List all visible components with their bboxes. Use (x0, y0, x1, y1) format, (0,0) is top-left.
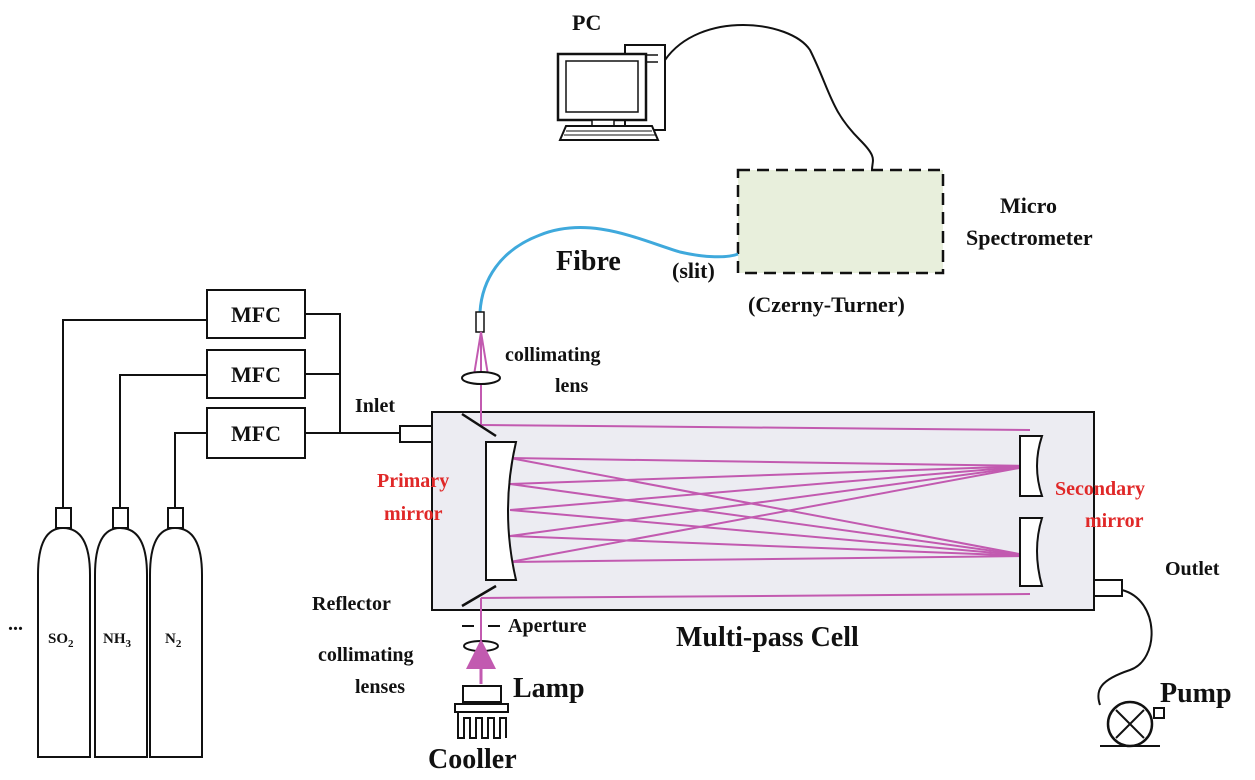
cylinder-n2 (149, 507, 203, 758)
spectrometer-box (736, 168, 945, 275)
lamp-body (462, 685, 502, 703)
fibre-label: Fibre (556, 246, 621, 277)
reflector-bottom (461, 584, 497, 608)
reflector-label: Reflector (312, 593, 391, 615)
secondary-mirror-top (1019, 435, 1044, 497)
pump-label: Pump (1160, 678, 1232, 709)
aperture-label: Aperture (508, 615, 587, 637)
fibre-cable (478, 226, 739, 313)
czerny-turner-label: (Czerny-Turner) (748, 292, 905, 317)
outlet-port (1093, 579, 1123, 597)
secondary-mirror-label-2: mirror (1085, 510, 1144, 532)
secondary-mirror-label-1: Secondary (1055, 478, 1145, 500)
cell-body (431, 411, 1095, 611)
collimating-lenses-label-2: lenses (355, 676, 405, 698)
pc-computer: PC (556, 10, 874, 171)
collimating-lens-top: collimating lens (461, 344, 601, 397)
primary-mirror-label-1: Primary (377, 470, 449, 492)
mfc-box-3 (206, 407, 306, 459)
secondary-mirror-bottom (1019, 517, 1044, 587)
multipass-cell: Inlet Outlet Primary (312, 331, 1220, 653)
multipass-cell-label: Multi-pass Cell (676, 622, 859, 653)
gas-label-n2: N2 (165, 631, 182, 650)
primary-mirror-label-2: mirror (384, 503, 443, 525)
mfc-label-3: MFC (231, 421, 281, 446)
pc-cable (664, 24, 874, 171)
cylinder-so2 (37, 507, 91, 758)
gas-label-nh3: NH3 (103, 631, 132, 650)
pump-tube (1097, 589, 1153, 706)
collimating-lens-label-2: lens (555, 375, 589, 397)
slit-label: (slit) (672, 258, 715, 283)
lamp-label: Lamp (513, 673, 585, 704)
cooler-label: Cooller (428, 744, 517, 775)
pc-keyboard (558, 125, 660, 141)
collimating-lens-bottom (463, 640, 499, 652)
gas-label-so2: SO2 (48, 631, 74, 650)
cooler (454, 703, 509, 739)
reflector-top (461, 412, 497, 438)
inlet-port (399, 425, 433, 443)
mfc-box-1 (206, 289, 306, 339)
micro-label: Micro (1000, 193, 1057, 218)
collimating-lens-label-1: collimating (505, 344, 601, 366)
inlet-label: Inlet (355, 395, 395, 417)
mfc-box-2 (206, 349, 306, 399)
mfc-label-1: MFC (231, 302, 281, 327)
cylinder-nh3 (94, 507, 148, 758)
fibre: Fibre (475, 226, 739, 333)
primary-mirror (485, 441, 518, 581)
pc-label: PC (572, 10, 601, 35)
mfc-label-2: MFC (231, 362, 281, 387)
spectrometer-label: Spectrometer (966, 225, 1093, 250)
beam-paths (480, 332, 1031, 640)
lamp-assembly: Aperture collimating lenses Lamp Cooller (318, 615, 587, 775)
gas-supply: MFC MFC MFC SO2 NH3 N2 ... (8, 289, 400, 758)
micro-spectrometer: Micro Spectrometer (Czerny-Turner) (slit… (672, 168, 1093, 317)
fibre-connector (475, 311, 485, 333)
ellipsis-label: ... (8, 613, 23, 635)
pump: Pump (1097, 589, 1232, 748)
collimating-lenses-label-1: collimating (318, 644, 414, 666)
outlet-label: Outlet (1165, 558, 1220, 580)
